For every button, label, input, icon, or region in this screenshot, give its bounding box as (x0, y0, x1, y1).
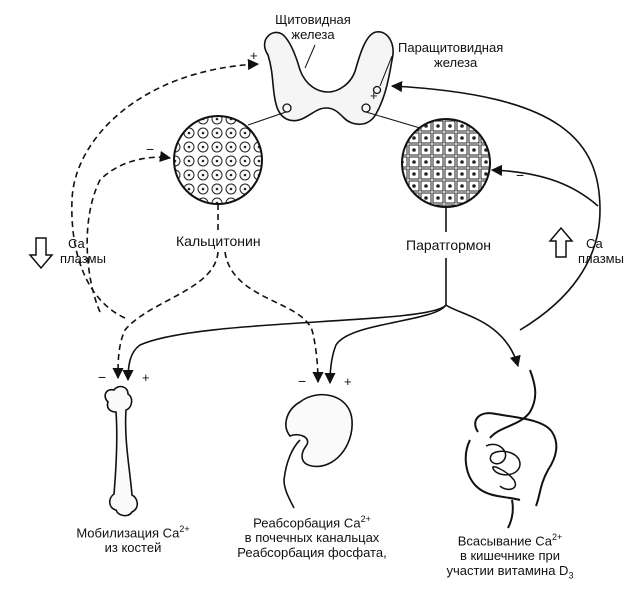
sign-plus-bone: + (142, 370, 150, 385)
label-kidney-line3: Реабсорбация фосфата, (237, 545, 387, 561)
feedback-arrow-left-inner (86, 150, 172, 313)
sign-plus-kidney: + (344, 374, 352, 389)
label-kidney-reabsorption: Реабсорбация Са2+ в почечных канальцах Р… (222, 512, 402, 560)
label-ca-plasma-left: Са плазмы (60, 236, 106, 266)
label-parathyroid-line2: железа (434, 55, 478, 70)
label-thyroid: Щитовидная железа (258, 12, 368, 42)
label-thyroid-line2: железа (291, 27, 335, 42)
thyroid-tissue-magnified (173, 115, 263, 205)
parathyroid-tissue-magnified (401, 118, 491, 208)
parathormone-to-intestine-arrow (445, 304, 521, 368)
parathyroid-node-left (282, 103, 292, 113)
intestine-illustration (464, 369, 558, 529)
label-parathyroid-line1: Паращитовидная (398, 40, 504, 55)
label-kidney-line1: Реабсорбация Са2+ (253, 514, 371, 531)
sign-plus-parathyroid: + (370, 88, 378, 103)
label-bone-mobilization: Мобилизация Са2+ из костей (48, 522, 218, 555)
label-intestine-line2: в кишечнике при (459, 548, 561, 564)
label-parathormone: Паратгормон (406, 237, 492, 253)
parathormone-to-kidney-arrow (324, 304, 447, 385)
kidney-illustration (283, 393, 353, 509)
label-intestine-absorption: Всасывание Са2+ в кишечнике при участии … (410, 530, 610, 584)
ca-plasma-up-arrow (548, 226, 574, 258)
calcitonin-to-kidney-arrow (224, 251, 324, 384)
parathormone-to-bone-arrow (122, 304, 447, 382)
bone-illustration (104, 385, 139, 517)
label-calcitonin: Кальцитонин (176, 233, 261, 249)
label-kidney-line2: в почечных канальцах (244, 530, 380, 546)
label-thyroid-line1: Щитовидная (275, 12, 351, 27)
sign-minus-bone: − (98, 369, 107, 385)
thyroid-gland-shape (263, 31, 394, 126)
label-parathyroid: Паращитовидная железа (398, 40, 503, 70)
sign-plus-thyroid: + (250, 48, 258, 63)
feedback-arrow-left-outer (71, 58, 260, 319)
label-intestine-line1: Всасывание Са2+ (457, 532, 563, 549)
parathyroid-node-upper (372, 85, 382, 95)
ca-plasma-down-arrow (28, 237, 54, 270)
feedback-arrow-right-inner (490, 164, 599, 207)
label-intestine-line3: участии витамина D3 (446, 563, 574, 581)
sign-minus-right-tissue: − (516, 167, 525, 183)
sign-minus-left-tissue: − (146, 141, 155, 157)
label-ca-plasma-left-line1: Са (68, 236, 85, 251)
label-ca-plasma-right-line1: Са (586, 236, 603, 251)
label-ca-plasma-left-line2: плазмы (60, 251, 106, 266)
label-bone-line1: Мобилизация Са2+ (76, 524, 190, 541)
label-ca-plasma-right: Са плазмы (578, 236, 624, 266)
sign-minus-kidney: − (298, 373, 307, 389)
label-ca-plasma-right-line2: плазмы (578, 251, 624, 266)
feedback-arrow-right-outer (390, 80, 601, 331)
label-bone-line2: из костей (104, 540, 162, 556)
calcitonin-to-bone-arrow (112, 251, 219, 380)
